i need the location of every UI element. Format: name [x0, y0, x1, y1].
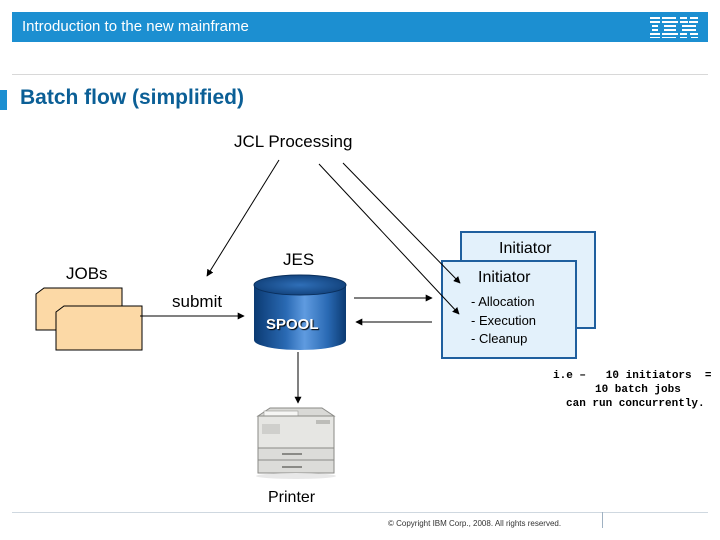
step-execution: - Execution	[471, 313, 537, 328]
initiator-box-front	[441, 260, 577, 359]
jcl-processing-label: JCL Processing	[234, 132, 353, 151]
printer-icon	[256, 407, 336, 479]
header-bar: Introduction to the new mainframe	[12, 12, 708, 42]
title-accent-bar	[0, 90, 7, 110]
ibm-logo	[650, 17, 698, 38]
printer-label: Printer	[268, 489, 316, 506]
note-line-1: i.e – 10 initiators =	[553, 370, 712, 382]
footer-divider	[12, 512, 708, 513]
note-line-2: 10 batch jobs	[595, 384, 681, 396]
spool-cylinder	[253, 274, 347, 350]
step-cleanup: - Cleanup	[471, 331, 528, 346]
footer-separator	[602, 512, 603, 528]
header-title: Introduction to the new mainframe	[22, 18, 249, 35]
job-card-front	[55, 305, 143, 351]
arrow-jcl-to-submit	[206, 159, 280, 277]
initiator-front-title: Initiator	[478, 269, 531, 286]
header-divider	[12, 74, 708, 75]
arrow-jcl-to-initiator-2	[318, 163, 460, 315]
jes-label: JES	[283, 250, 315, 269]
step-allocation: - Allocation	[471, 294, 535, 309]
slide-title: Batch flow (simplified)	[20, 86, 245, 109]
jobs-label: JOBs	[66, 264, 108, 283]
initiator-back-title: Initiator	[499, 240, 552, 257]
copyright-text: © Copyright IBM Corp., 2008. All rights …	[388, 519, 562, 528]
submit-label: submit	[172, 292, 223, 311]
spool-label: SPOOL	[266, 316, 319, 333]
arrow-jcl-to-initiator	[342, 162, 461, 284]
note-line-3: can run concurrently.	[566, 398, 705, 410]
